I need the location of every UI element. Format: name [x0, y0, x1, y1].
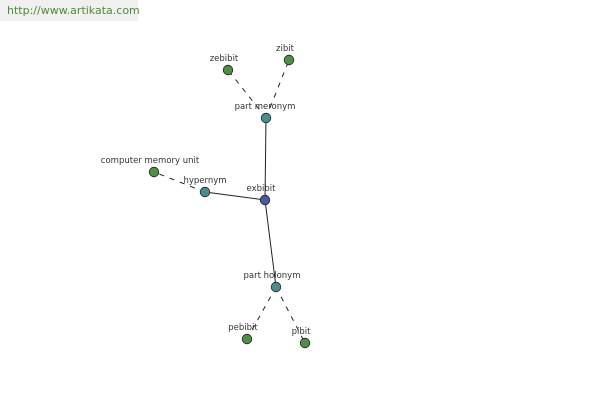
node-computer-memory-unit[interactable]: computer memory unit [101, 156, 200, 178]
node-dot-hypernym[interactable] [199, 186, 211, 198]
node-label-hypernym: hypernym [183, 176, 226, 186]
edge-exbibit-to-hypernym [204, 191, 266, 201]
node-dot-zibit[interactable] [283, 54, 295, 66]
node-label-computer-memory-unit: computer memory unit [101, 156, 200, 166]
edge-hypernym-to-computer-memory-unit [153, 171, 206, 193]
node-dot-zebibit[interactable] [222, 64, 234, 76]
node-zebibit[interactable]: zebibit [210, 54, 239, 76]
node-dot-part-holonym[interactable] [270, 281, 282, 293]
node-hypernym[interactable]: hypernym [183, 176, 227, 198]
nodes-layer: exbibit part meronym hypernym part holonym z… [101, 44, 312, 349]
edge-exbibit-to-part-meronym [264, 117, 267, 201]
node-exbibit[interactable]: exbibit [247, 184, 277, 206]
node-label-zibit: zibit [276, 44, 295, 54]
edges-layer [153, 59, 306, 344]
node-zibit[interactable]: zibit [276, 44, 295, 66]
node-label-exbibit: exbibit [247, 184, 277, 194]
node-dot-computer-memory-unit[interactable] [148, 166, 160, 178]
node-label-pebibit: pebibit [228, 323, 258, 333]
node-label-part-holonym: part holonym [244, 271, 301, 281]
site-url-banner[interactable]: http://www.artikata.com [0, 0, 140, 21]
node-pibit[interactable]: pibit [292, 327, 312, 349]
node-dot-pebibit[interactable] [241, 333, 253, 345]
node-dot-pibit[interactable] [299, 337, 311, 349]
site-url-link[interactable]: http://www.artikata.com [7, 4, 140, 17]
node-pebibit[interactable]: pebibit [228, 323, 258, 345]
node-part-meronym[interactable]: part meronym [235, 102, 296, 124]
edge-exbibit-to-part-holonym [264, 199, 277, 288]
node-label-pibit: pibit [292, 327, 312, 337]
node-label-part-meronym: part meronym [235, 102, 296, 112]
node-dot-exbibit[interactable] [259, 194, 271, 206]
node-part-holonym[interactable]: part holonym [244, 271, 301, 293]
node-label-zebibit: zebibit [210, 54, 239, 64]
node-dot-part-meronym[interactable] [260, 112, 272, 124]
